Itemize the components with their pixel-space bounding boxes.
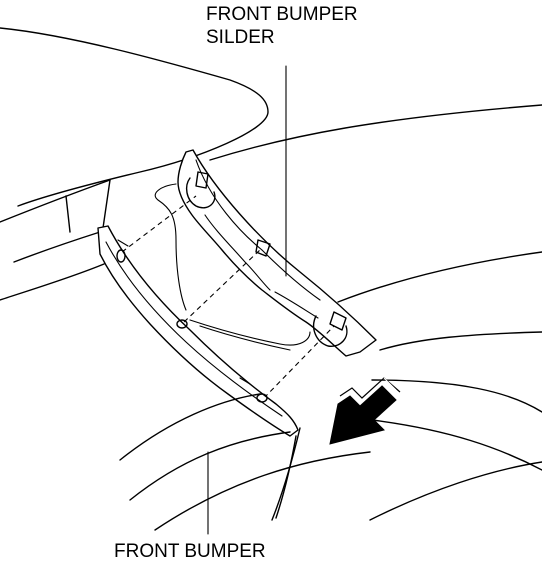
front-bumper-slider [177, 149, 377, 357]
vehicle-body [0, 27, 542, 351]
label-front-bumper: FRONT BUMPER [114, 541, 266, 562]
label-front-bumper-slider: FRONT BUMPER SILDER [206, 3, 358, 49]
alignment-lines [121, 195, 335, 399]
wiring-harness [154, 183, 311, 351]
label-line-2: SILDER [206, 27, 275, 48]
removal-direction-arrow [329, 377, 401, 445]
leader-lines [207, 65, 287, 535]
label-line-1: FRONT BUMPER [206, 4, 358, 25]
front-bumper [97, 225, 542, 531]
